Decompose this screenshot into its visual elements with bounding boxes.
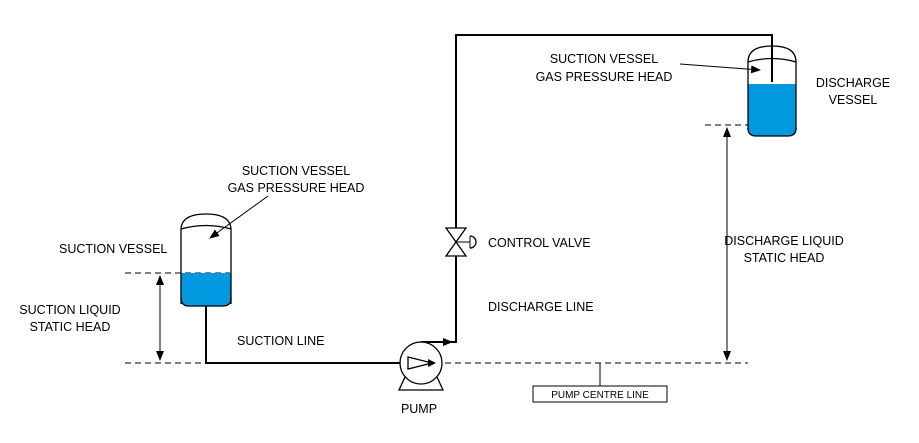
discharge-static-head-label-2: STATIC HEAD [744, 251, 825, 265]
pump-label: PUMP [401, 402, 437, 416]
discharge-gas-head-pointer [679, 63, 761, 74]
discharge-static-head-label-1: DISCHARGE LIQUID [724, 234, 843, 248]
discharge-gas-head-label-2: GAS PRESSURE HEAD [536, 70, 673, 84]
control-valve-symbol [444, 227, 477, 257]
suction-gas-head-label-2: GAS PRESSURE HEAD [228, 181, 365, 195]
discharge-vessel [747, 45, 797, 137]
discharge-line-pipe [421, 256, 457, 343]
discharge-riser-pipe [455, 34, 773, 228]
suction-gas-head-label-1: SUCTION VESSEL [242, 164, 350, 178]
suction-gas-head-pointer [209, 195, 269, 239]
suction-line-label: SUCTION LINE [237, 334, 325, 348]
pump-centre-line-label: PUMP CENTRE LINE [551, 390, 649, 401]
suction-vessel-label: SUCTION VESSEL [59, 242, 167, 256]
control-valve-label: CONTROL VALVE [488, 236, 591, 250]
discharge-line-label: DISCHARGE LINE [488, 300, 594, 314]
suction-static-head-label-2: STATIC HEAD [30, 320, 111, 334]
pump-centre-line-box [532, 385, 668, 403]
suction-line-pipe [205, 306, 400, 364]
pump-symbol [397, 341, 445, 391]
discharge-vessel-label-2: VESSEL [829, 93, 878, 107]
suction-static-head-label-1: SUCTION LIQUID [19, 303, 120, 317]
discharge-vessel-label-1: DISCHARGE [816, 76, 890, 90]
discharge-gas-head-label-1: SUCTION VESSEL [550, 52, 658, 66]
